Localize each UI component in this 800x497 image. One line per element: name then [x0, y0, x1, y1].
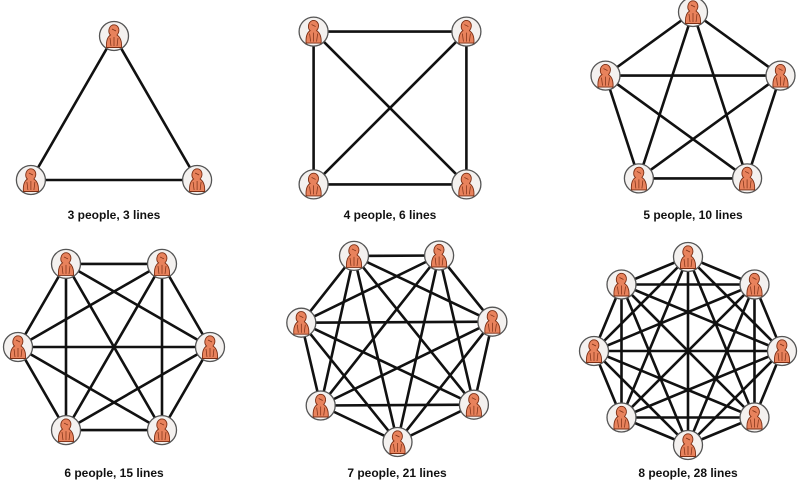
person-icon [731, 163, 763, 194]
person-icon [98, 20, 130, 52]
person-icon [451, 16, 482, 47]
connection-line [299, 321, 399, 444]
panel-edges [604, 10, 782, 180]
connection-line [620, 283, 690, 447]
connection-line [319, 254, 356, 407]
panel-caption: 4 people, 6 lines [344, 208, 437, 222]
panel-nodes [298, 16, 482, 200]
connection-line [437, 254, 476, 407]
connection-line [64, 345, 212, 432]
person-icon [181, 164, 213, 196]
connection-line [352, 254, 494, 324]
panel-nodes [590, 0, 796, 194]
person-icon [677, 0, 709, 28]
connection-line [745, 74, 782, 180]
panel-5-people: 5 people, 10 lines [590, 0, 796, 222]
connection-line [319, 320, 494, 407]
connection-line [299, 320, 494, 325]
person-icon [15, 164, 47, 196]
person-icon [298, 16, 329, 47]
person-icon [739, 402, 770, 433]
panel-edges [16, 262, 212, 432]
connection-line [396, 254, 441, 444]
connection-line [604, 74, 749, 180]
connection-line [299, 254, 441, 325]
panel-nodes [15, 20, 213, 196]
person-icon [766, 335, 798, 367]
panel-3-people: 3 people, 3 lines [15, 20, 213, 222]
connection-line [299, 321, 476, 407]
connection-line [637, 74, 782, 180]
person-icon [146, 248, 178, 280]
person-icon [623, 163, 655, 194]
person-icon [382, 426, 413, 458]
connection-line [16, 345, 164, 432]
person-icon [606, 402, 637, 433]
panel-4-people: 4 people, 6 lines [298, 16, 482, 222]
connection-line [319, 403, 476, 407]
person-icon [458, 389, 490, 420]
connection-line [691, 10, 782, 77]
person-icon [194, 331, 226, 363]
connection-line [16, 262, 164, 349]
connection-line [29, 34, 116, 182]
connection-line [16, 345, 68, 432]
connection-line [620, 283, 756, 419]
panel-edges [29, 34, 199, 182]
connection-line [312, 30, 468, 186]
panel-nodes [286, 240, 508, 458]
person-icon [739, 269, 770, 300]
person-icon [423, 240, 455, 271]
connection-line [352, 254, 399, 444]
connection-line [112, 34, 199, 182]
person-icon [305, 390, 336, 421]
panel-caption: 3 people, 3 lines [68, 208, 161, 222]
person-icon [590, 60, 621, 91]
panel-6-people: 6 people, 15 lines [2, 248, 226, 480]
connection-line [592, 349, 690, 447]
panel-8-people: 8 people, 28 lines [578, 241, 798, 480]
connection-line [352, 254, 476, 407]
connection-line [604, 10, 695, 77]
panel-edges [312, 30, 468, 186]
person-icon [50, 414, 82, 446]
person-icon [298, 169, 329, 200]
person-icon [146, 414, 178, 446]
person-icon [477, 306, 508, 337]
connection-line [16, 262, 68, 349]
connection-line [319, 254, 441, 407]
panel-caption: 6 people, 15 lines [64, 466, 164, 480]
person-icon [578, 335, 610, 367]
connection-line [160, 262, 212, 349]
panel-caption: 5 people, 10 lines [643, 208, 743, 222]
panel-nodes [2, 248, 226, 446]
person-icon [606, 269, 637, 300]
person-icon [2, 331, 34, 363]
person-icon [286, 307, 317, 338]
connection-line [620, 283, 784, 353]
panel-caption: 8 people, 28 lines [638, 466, 738, 480]
person-icon [50, 248, 82, 280]
connection-line [160, 345, 212, 432]
panel-7-people: 7 people, 21 lines [286, 240, 508, 480]
connection-line [691, 10, 749, 180]
person-icon [672, 429, 704, 461]
person-icon [451, 169, 482, 200]
connection-line [637, 10, 695, 180]
panel-caption: 7 people, 21 lines [347, 466, 447, 480]
person-icon [765, 60, 796, 91]
person-icon [672, 241, 704, 273]
connection-line [604, 74, 641, 180]
connection-line [396, 320, 494, 444]
person-icon [338, 240, 370, 272]
panel-nodes [578, 241, 798, 461]
